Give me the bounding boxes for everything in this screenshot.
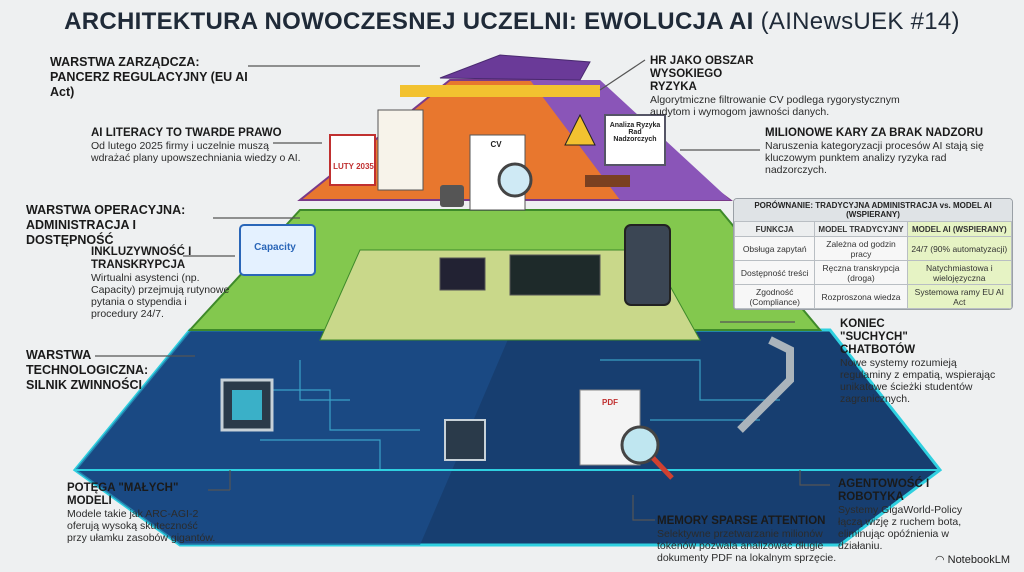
- label-text: Algorytmiczne filtrowanie CV podlega ryg…: [650, 94, 900, 118]
- gavel-icon: [585, 175, 630, 187]
- header-cell: FUNKCJA: [734, 221, 816, 237]
- label-title: INKLUZYWNOŚĆ I TRANSKRYPCJA: [91, 246, 192, 271]
- label-title: KONIEC "SUCHYCH" CHATBOTÓW: [840, 318, 916, 356]
- connector-lines: [95, 59, 830, 521]
- label-operational: WARSTWA OPERACYJNA: ADMINISTRACJA I DOST…: [26, 203, 216, 248]
- cell: 24/7 (90% automatyzacji): [906, 236, 1012, 261]
- label-title: MEMORY SPARSE ATTENTION: [657, 515, 826, 527]
- label-text: Selektywne przetwarzanie milionów tokenó…: [657, 528, 837, 564]
- padlock-icon: [440, 185, 464, 207]
- label-text: Nowe systemy rozumieją regulaminy z empa…: [840, 357, 996, 405]
- circuit-lines: [230, 359, 780, 470]
- cv-label: CV: [490, 140, 502, 149]
- label-title: HR JAKO OBSZAR WYSOKIEGO RYZYKA: [650, 55, 754, 93]
- phone-icon: [624, 224, 671, 306]
- capacity-chat-window: [239, 224, 316, 276]
- label-title: WARSTWA ZARZĄDCZA: PANCERZ REGULACYJNY (…: [50, 55, 248, 99]
- watermark-text: NotebookLM: [947, 554, 1010, 566]
- label-text: Systemy GigaWorld-Policy łączą wizję z r…: [838, 504, 963, 552]
- cell: Ręczna transkrypcja (droga): [814, 260, 908, 285]
- capacity-label: Capacity: [254, 242, 296, 253]
- risk-board-label: Analiza Ryzyka Rad Nadzorczych: [609, 122, 661, 143]
- label-title: AI LITERACY TO TWARDE PRAWO: [91, 127, 282, 139]
- header-cell: MODEL AI (WSPIERANY): [906, 221, 1012, 237]
- label-governance: WARSTWA ZARZĄDCZA: PANCERZ REGULACYJNY (…: [50, 55, 250, 100]
- notebooklm-logo-icon: ◠: [934, 554, 948, 566]
- label-text: Od lutego 2025 firmy i uczelnie muszą wd…: [91, 140, 301, 164]
- comparison-table: PORÓWNANIE: TRADYCYJNA ADMINISTRACJA vs.…: [733, 198, 1013, 310]
- label-text: Naruszenia kategoryzacji procesów AI sta…: [765, 140, 984, 176]
- label-text: Modele takie jak ARC-AGI-2 oferują wysok…: [67, 508, 216, 544]
- table-caption: PORÓWNANIE: TRADYCYJNA ADMINISTRACJA vs.…: [734, 199, 1012, 221]
- gov-tier-top: [439, 54, 591, 81]
- chalkboard: [509, 254, 601, 296]
- label-title: WARSTWA OPERACYJNA: ADMINISTRACJA I DOST…: [26, 203, 186, 247]
- cell: Zależna od godzin pracy: [814, 236, 908, 261]
- label-title: WARSTWA TECHNOLOGICZNA: SILNIK ZWINNOŚCI: [26, 348, 149, 392]
- label-title: AGENTOWOŚĆ I ROBOTYKA: [838, 478, 930, 503]
- warning-icon: [564, 113, 596, 146]
- certificate-document: [377, 109, 424, 191]
- cell: Obsługa zapytań: [734, 236, 816, 261]
- magnifier-icon: [620, 425, 660, 465]
- calendar-label: LUTY 2035: [333, 162, 374, 171]
- tech-tier-left: [75, 330, 512, 545]
- pdf-label: PDF: [602, 398, 618, 407]
- title-main: ARCHITEKTURA NOWOCZESNEJ UCZELNI: EWOLUC…: [64, 8, 754, 35]
- label-title: MILIONOWE KARY ZA BRAK NADZORU: [765, 127, 984, 139]
- cell: Zgodność (Compliance): [734, 284, 816, 309]
- chip-icon-2: [444, 419, 486, 461]
- cell: Natychmiastowa i wielojęzyczna: [906, 260, 1012, 285]
- cell: Rozproszona wiedza: [814, 284, 908, 309]
- projector-screen: [439, 257, 486, 291]
- robot-arm-icon: [737, 336, 794, 433]
- risk-analysis-board: [604, 114, 666, 166]
- header-cell: MODEL TRADYCYJNY: [814, 221, 908, 237]
- label-technological: WARSTWA TECHNOLOGICZNA: SILNIK ZWINNOŚCI: [26, 348, 156, 393]
- cell: Systemowa ramy EU AI Act: [906, 284, 1012, 309]
- magnifier-icon-cv: [497, 162, 533, 198]
- label-title: POTĘGA "MAŁYCH" MODELI: [67, 482, 179, 507]
- notebooklm-watermark: ◠ NotebookLM: [935, 553, 1010, 566]
- calendar-icon: [329, 134, 376, 186]
- label-text: Wirtualni asystenci (np. Capacity) przej…: [91, 272, 230, 320]
- page-title: ARCHITEKTURA NOWOCZESNEJ UCZELNI: EWOLUC…: [0, 8, 1024, 36]
- title-suffix: (AINewsUEK #14): [760, 8, 960, 35]
- hazard-stripe: [400, 85, 600, 97]
- cell: Dostępność treści: [734, 260, 816, 285]
